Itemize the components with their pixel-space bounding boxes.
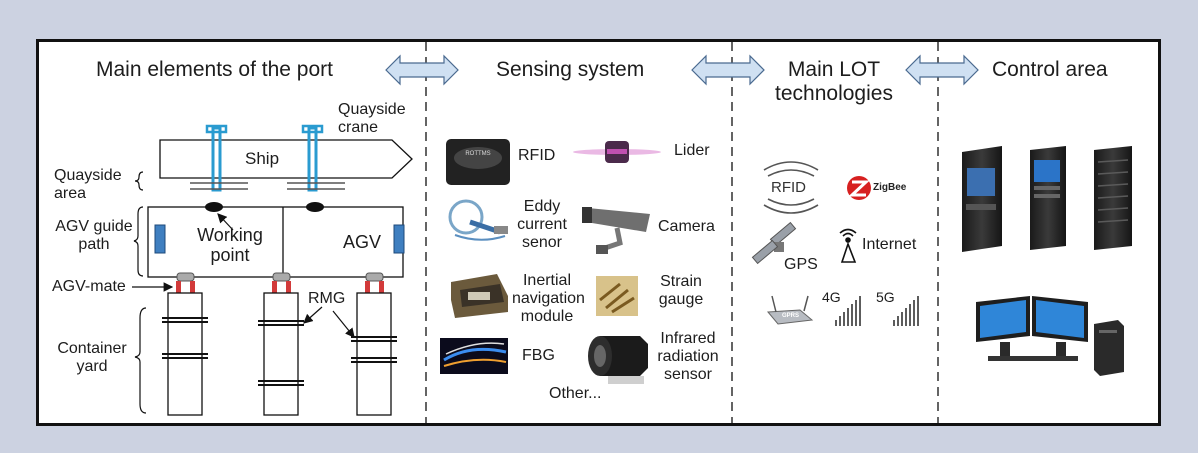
header-control-area: Control area	[992, 58, 1108, 81]
quayside-crane-label: Quayside crane	[338, 101, 406, 136]
agv-guide-path-label: AGV guide path	[55, 218, 133, 253]
fbg-sensor-icon	[440, 338, 508, 374]
header-port-elements: Main elements of the port	[96, 58, 333, 81]
agv-mate-label: AGV-mate	[52, 278, 126, 295]
working-point-arrow	[217, 213, 234, 231]
rmg-gantries	[162, 317, 397, 386]
gps-satellite-icon	[751, 221, 797, 265]
side-braces	[133, 171, 147, 414]
eddy-current-sensor-label: Eddy current senor	[517, 198, 567, 251]
strain-gauge-label: Strain gauge	[658, 273, 704, 308]
double-arrow-icon	[385, 54, 459, 86]
working-point-label: Working point	[197, 225, 263, 266]
double-arrow-icon	[691, 54, 765, 86]
header-lot-technologies: Main LOT technologies	[775, 58, 893, 105]
lidar-sensor-icon	[573, 141, 661, 163]
signal-4g-icon	[835, 296, 861, 326]
rmg-label: RMG	[308, 290, 346, 307]
strain-gauge-icon	[596, 276, 638, 316]
agv-vehicles	[154, 224, 405, 254]
other-sensors-label: Other...	[549, 385, 602, 402]
gprs-router-icon	[766, 295, 814, 325]
internet-antenna-icon	[839, 228, 857, 263]
double-arrow-icon	[905, 54, 979, 86]
5g-label: 5G	[876, 289, 895, 305]
ship-shape	[159, 139, 413, 179]
rmg-arrows	[303, 306, 355, 338]
server-rack-icon	[1094, 146, 1132, 250]
pc-tower-icon	[1094, 320, 1124, 376]
4g-label: 4G	[822, 289, 841, 305]
container-yard-label: Container yard	[57, 340, 127, 375]
working-points	[205, 202, 324, 212]
rfid-waves-icon	[763, 161, 819, 214]
zigbee-label: ZigBee	[873, 182, 907, 193]
lidar-label: Lider	[674, 142, 710, 159]
rfid-tech-label: RFID	[771, 179, 806, 196]
signal-5g-icon	[893, 296, 919, 326]
server-rack-icon	[1030, 146, 1066, 250]
inertial-navigation-module-label: Inertial navigation module	[512, 272, 585, 325]
workstation-monitors-icon	[976, 296, 1088, 361]
ship-label: Ship	[245, 149, 280, 168]
section-dividers	[425, 42, 939, 424]
infrared-sensor-icon	[588, 336, 648, 384]
inertial-navigation-module-icon	[451, 274, 508, 318]
agv-mates	[176, 272, 384, 293]
server-rack-icon	[962, 146, 1002, 252]
gprs-label: GPRS	[782, 313, 800, 319]
fbg-label: FBG	[522, 347, 555, 364]
zigbee-logo-icon	[847, 176, 871, 200]
rfid-sensor-icon: ROTTMS	[446, 139, 510, 185]
camera-icon	[582, 207, 650, 254]
gps-label: GPS	[784, 256, 818, 273]
quayside-cranes	[190, 124, 345, 192]
internet-label: Internet	[862, 236, 917, 253]
quayside-area-label: Quayside area	[54, 167, 122, 202]
eddy-current-sensor-icon	[448, 199, 508, 241]
svg-text:ROTTMS: ROTTMS	[465, 151, 490, 157]
camera-label: Camera	[658, 218, 715, 235]
agv-label: AGV	[343, 232, 382, 252]
infrared-sensor-label: Infrared radiation sensor	[657, 330, 719, 383]
header-sensing-system: Sensing system	[496, 58, 645, 81]
rfid-sensor-label: RFID	[518, 147, 556, 164]
